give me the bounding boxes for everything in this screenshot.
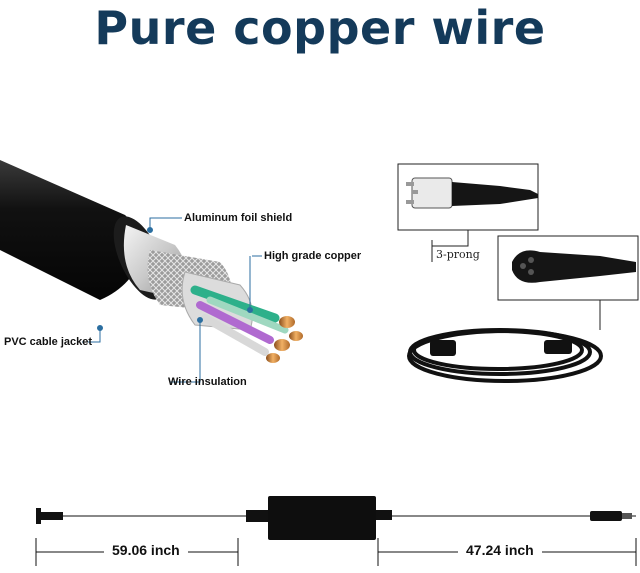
copper-core-1 [279, 316, 295, 328]
plug-body [452, 182, 538, 206]
page-title: Pure copper wire [94, 1, 546, 55]
cloverleaf-connector [512, 250, 636, 283]
label-pvc-jacket: PVC cable jacket [4, 336, 93, 348]
dimension-right: 47.24 inch [458, 542, 542, 558]
pvc-jacket [0, 160, 143, 300]
copper-core-4 [266, 353, 280, 363]
plug-box-top [397, 163, 539, 231]
label-foil-shield: Aluminum foil shield [184, 212, 293, 224]
wire-purple [196, 301, 274, 344]
wire-green [190, 285, 280, 323]
copper-core-2 [274, 339, 290, 351]
coiled-power-cord [407, 328, 603, 383]
label-copper: High grade copper [264, 250, 362, 262]
dimension-left: 59.06 inch [104, 542, 188, 558]
wire-lightgreen [206, 296, 289, 334]
cable-cutaway [0, 160, 303, 363]
copper-core-3 [289, 331, 303, 341]
adapter-cable [36, 496, 636, 540]
label-wire-insulation: Wire insulation [168, 376, 247, 388]
plug-box-bottom [497, 235, 639, 301]
power-brick [268, 496, 376, 540]
wire-white [201, 314, 269, 356]
callout-lines [82, 217, 262, 383]
label-3-prong: 3-prong [434, 248, 482, 261]
